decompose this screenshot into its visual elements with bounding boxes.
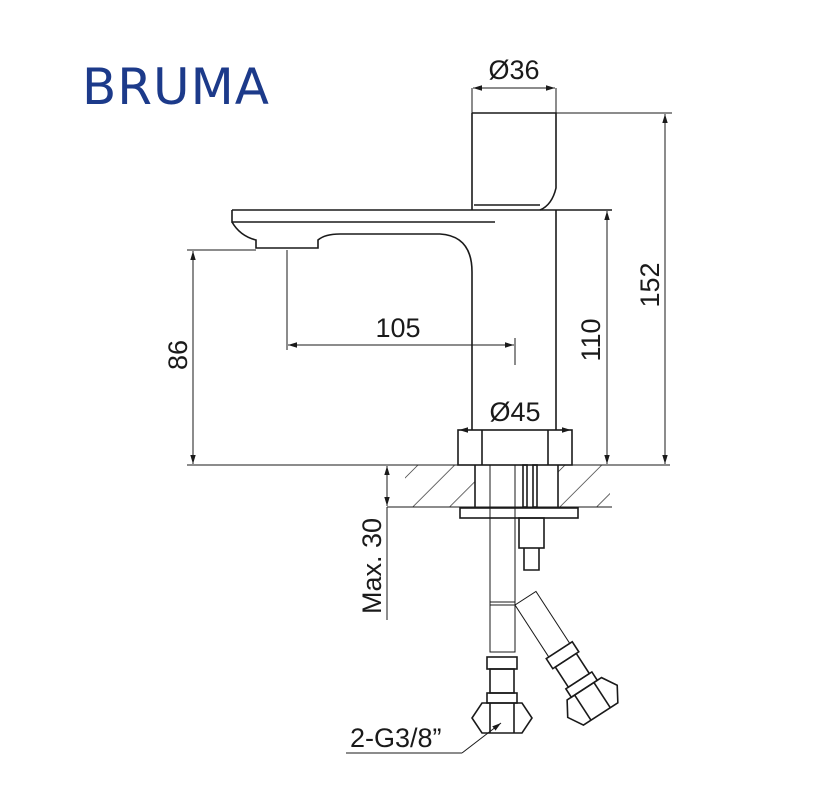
svg-text:Ø45: Ø45 xyxy=(489,397,540,427)
dim-handle-diameter: Ø36 xyxy=(471,55,557,113)
dim-spout-height: 86 xyxy=(163,249,256,464)
svg-text:Max. 30: Max. 30 xyxy=(357,518,387,614)
handle xyxy=(471,112,557,211)
dim-body-height: 110 xyxy=(576,211,610,464)
svg-text:2-G3/8”: 2-G3/8” xyxy=(350,723,442,753)
brand-logo: BRUMA xyxy=(82,58,270,116)
supply-hoses xyxy=(471,464,619,734)
svg-text:110: 110 xyxy=(576,318,606,361)
dim-base-diameter: Ø45 xyxy=(459,397,571,433)
dim-max-thickness: Max. 30 xyxy=(357,466,390,620)
counter-section xyxy=(387,465,612,519)
spout-body xyxy=(231,209,612,466)
dim-total-height: 152 xyxy=(556,112,672,464)
dim-connection-thread: 2-G3/8” xyxy=(346,722,502,754)
svg-text:105: 105 xyxy=(375,313,420,343)
dim-spout-reach: 105 xyxy=(286,250,516,365)
svg-text:152: 152 xyxy=(635,262,665,307)
svg-text:86: 86 xyxy=(163,340,193,370)
svg-text:Ø36: Ø36 xyxy=(488,55,539,85)
